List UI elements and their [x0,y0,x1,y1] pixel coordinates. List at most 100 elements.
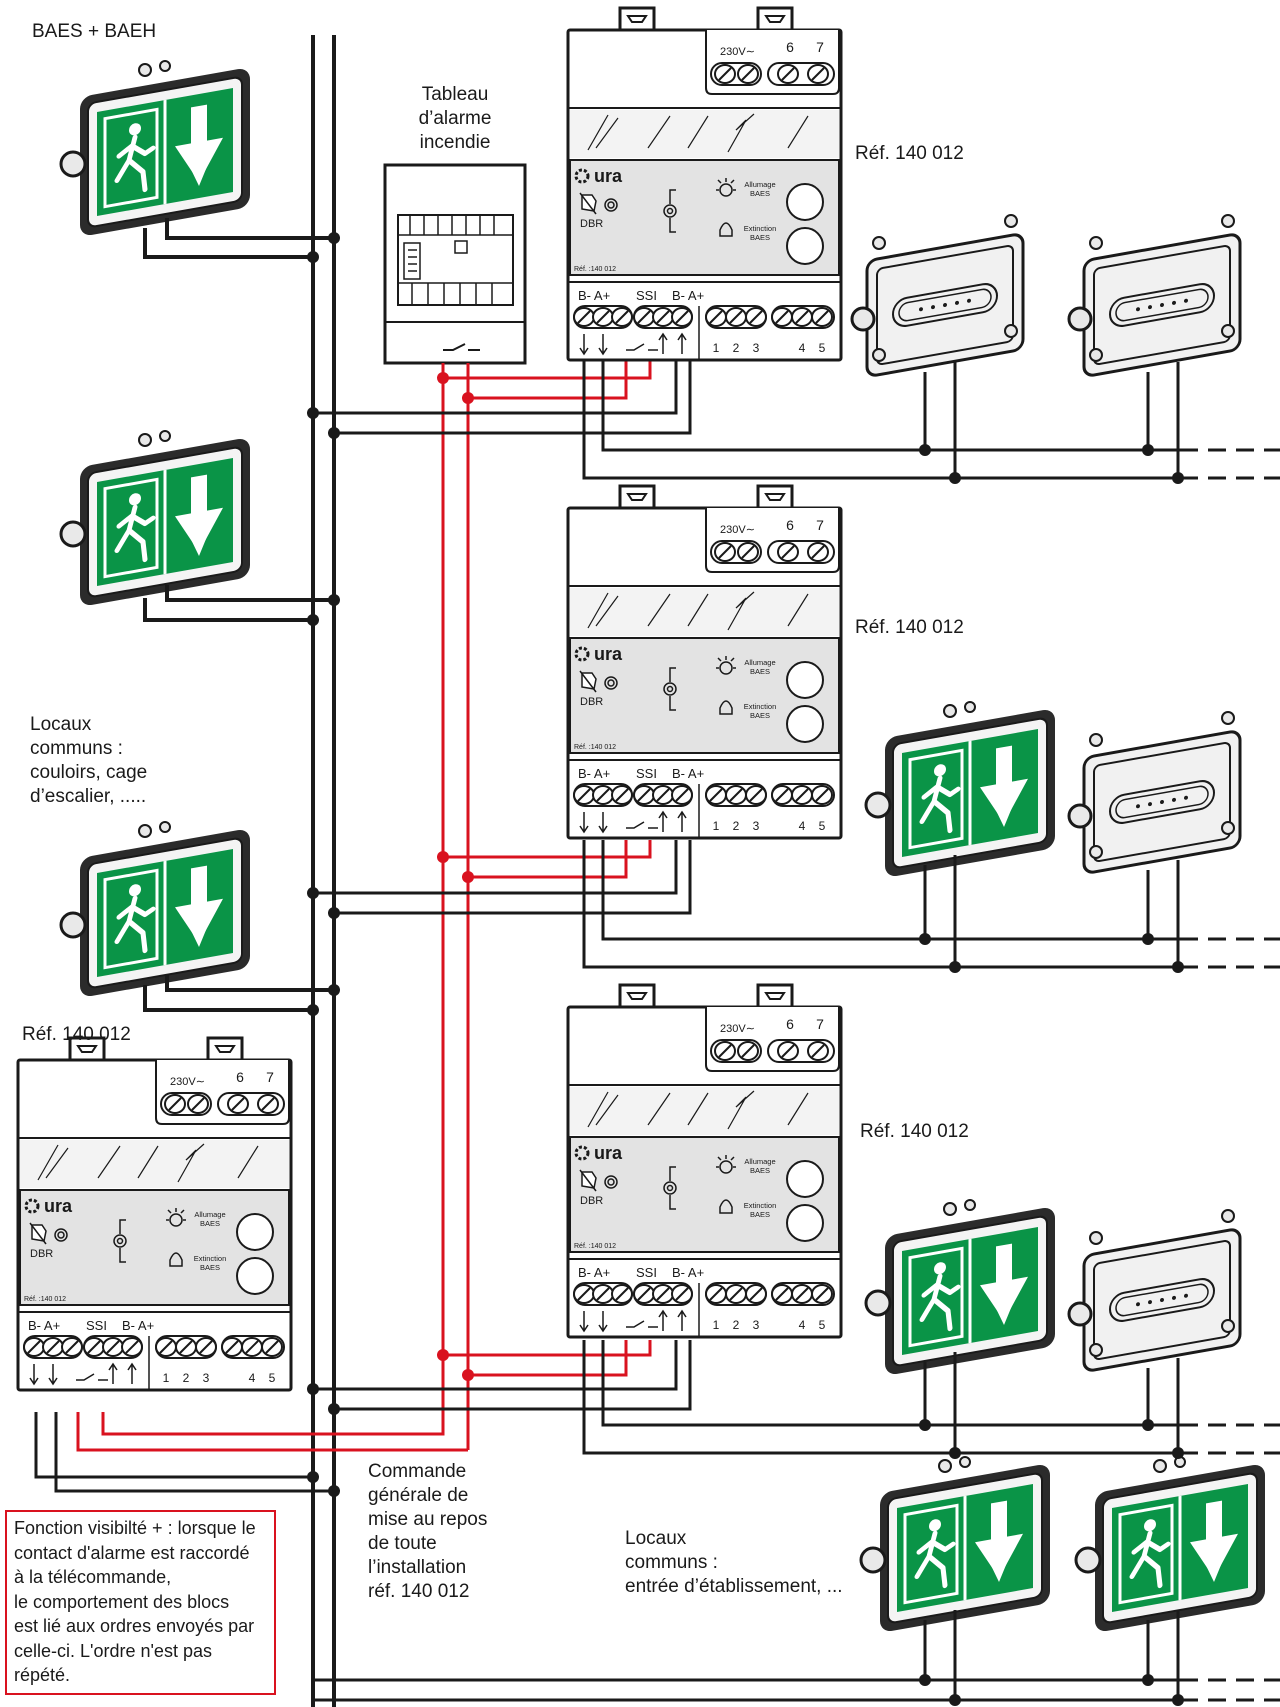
note-line: le comportement des blocs [14,1591,230,1612]
bus-label: B- A+ [578,1265,610,1280]
terminal-5-label: 5 [819,341,826,355]
alarm-panel-label-line: incendie [419,132,491,153]
terminal-5-label: 5 [819,1318,826,1332]
allumage-button[interactable] [786,1160,824,1198]
small-ref: Réf. :140 012 [574,266,616,273]
command-label-line: de toute [368,1533,437,1554]
voltage-label: 230V∼ [720,524,755,536]
terminal-6-label: 6 [786,39,794,55]
bus-label: B- A+ [28,1318,60,1333]
entrance-label-line: Locaux [625,1528,687,1549]
note-line: à la télécommande, [14,1567,172,1587]
entrance-label: Locaux communs : entrée d’établissement,… [625,1527,843,1599]
terminal-1-label: 1 [713,1318,720,1332]
module-3-ref: Réf. 140 012 [860,1121,969,1142]
extinction-button[interactable] [786,227,824,265]
extinction-label: Extinction [194,1254,227,1263]
dbr-label: DBR [580,218,603,230]
command-label-line: générale de [368,1485,469,1506]
note-line: celle-ci. L'ordre n'est pas [14,1640,212,1661]
extinction-button[interactable] [236,1257,274,1295]
dbr-label: DBR [580,1195,603,1207]
bus-label: B- A+ [672,288,704,303]
terminal-3-label: 3 [753,819,760,833]
main-bus [311,35,336,1707]
command-label-line: l’installation [368,1557,467,1578]
allumage-label: Allumage [194,1210,225,1219]
terminal-4-label: 4 [799,1318,806,1332]
voltage-label: 230V∼ [720,46,755,58]
allumage-label: BAES [750,189,770,198]
terminal-4-label: 4 [799,819,806,833]
command-label-line: mise au repos [368,1509,488,1530]
alarm-panel-label-line: Tableau [421,84,489,105]
ssi-label: SSI [636,1265,657,1280]
bus-label: B- A+ [578,288,610,303]
corridors-label-line: Locaux [30,714,92,735]
ssi-label: SSI [636,766,657,781]
terminal-7-label: 7 [816,517,824,533]
extinction-label: BAES [200,1263,220,1272]
luminaires-row-3 [866,1200,1242,1376]
note-line: répété. [14,1665,71,1685]
brand-logo: ura [594,166,623,186]
left-exit-signs [61,61,250,998]
module-left-ref: Réf. 140 012 [22,1024,131,1045]
entrance-label-line: communs : [625,1552,718,1573]
terminal-1-label: 1 [713,819,720,833]
extinction-label: Extinction [744,1201,777,1210]
dbr-label: DBR [580,696,603,708]
terminal-3-label: 3 [203,1371,210,1385]
terminal-6-label: 6 [236,1069,244,1085]
extinction-label: BAES [750,1210,770,1219]
terminal-1-label: 1 [713,341,720,355]
bus-label: B- A+ [122,1318,154,1333]
extinction-button[interactable] [786,1204,824,1242]
extinction-label: Extinction [744,702,777,711]
luminaires-row-4 [861,1457,1265,1633]
allumage-label: BAES [750,667,770,676]
corridors-label: Locaux communs : couloirs, cage d’escali… [30,713,147,809]
command-label-line: Commande [368,1461,467,1482]
note-line: est lié aux ordres envoyés par [14,1616,255,1636]
terminal-5-label: 5 [269,1371,276,1385]
module-1-ref: Réf. 140 012 [855,143,964,164]
extinction-label: BAES [750,233,770,242]
terminal-2-label: 2 [733,819,740,833]
terminal-4-label: 4 [799,341,806,355]
allumage-label: Allumage [744,180,775,189]
allumage-button[interactable] [236,1213,274,1251]
luminaires-row-2 [866,702,1242,878]
extinction-button[interactable] [786,705,824,743]
terminal-3-label: 3 [753,341,760,355]
command-label-line: réf. 140 012 [368,1581,470,1602]
allumage-button[interactable] [786,183,824,221]
terminal-4-label: 4 [249,1371,256,1385]
terminal-2-label: 2 [183,1371,190,1385]
allumage-button[interactable] [786,661,824,699]
terminal-2-label: 2 [733,1318,740,1332]
small-ref: Réf. :140 012 [574,744,616,751]
bus-label: B- A+ [672,1265,704,1280]
extinction-label: BAES [750,711,770,720]
alarm-panel-label: Tableau d’alarme incendie [390,83,520,155]
extinction-label: Extinction [744,224,777,233]
visibility-note: Fonction visibilté + : lorsque le contac… [5,1510,276,1695]
voltage-label: 230V∼ [720,1023,755,1035]
bus-label: B- A+ [672,766,704,781]
terminal-6-label: 6 [786,1016,794,1032]
entrance-label-line: entrée d’établissement, ... [625,1576,843,1597]
ssi-label: SSI [86,1318,107,1333]
allumage-label: Allumage [744,658,775,667]
small-ref: Réf. :140 012 [574,1243,616,1250]
allumage-label: BAES [200,1219,220,1228]
top-left-title: BAES + BAEH [32,21,157,42]
dbr-label: DBR [30,1248,53,1260]
terminal-7-label: 7 [266,1069,274,1085]
note-line: Fonction visibilté + : lorsque le [14,1518,256,1538]
allumage-label: Allumage [744,1157,775,1166]
